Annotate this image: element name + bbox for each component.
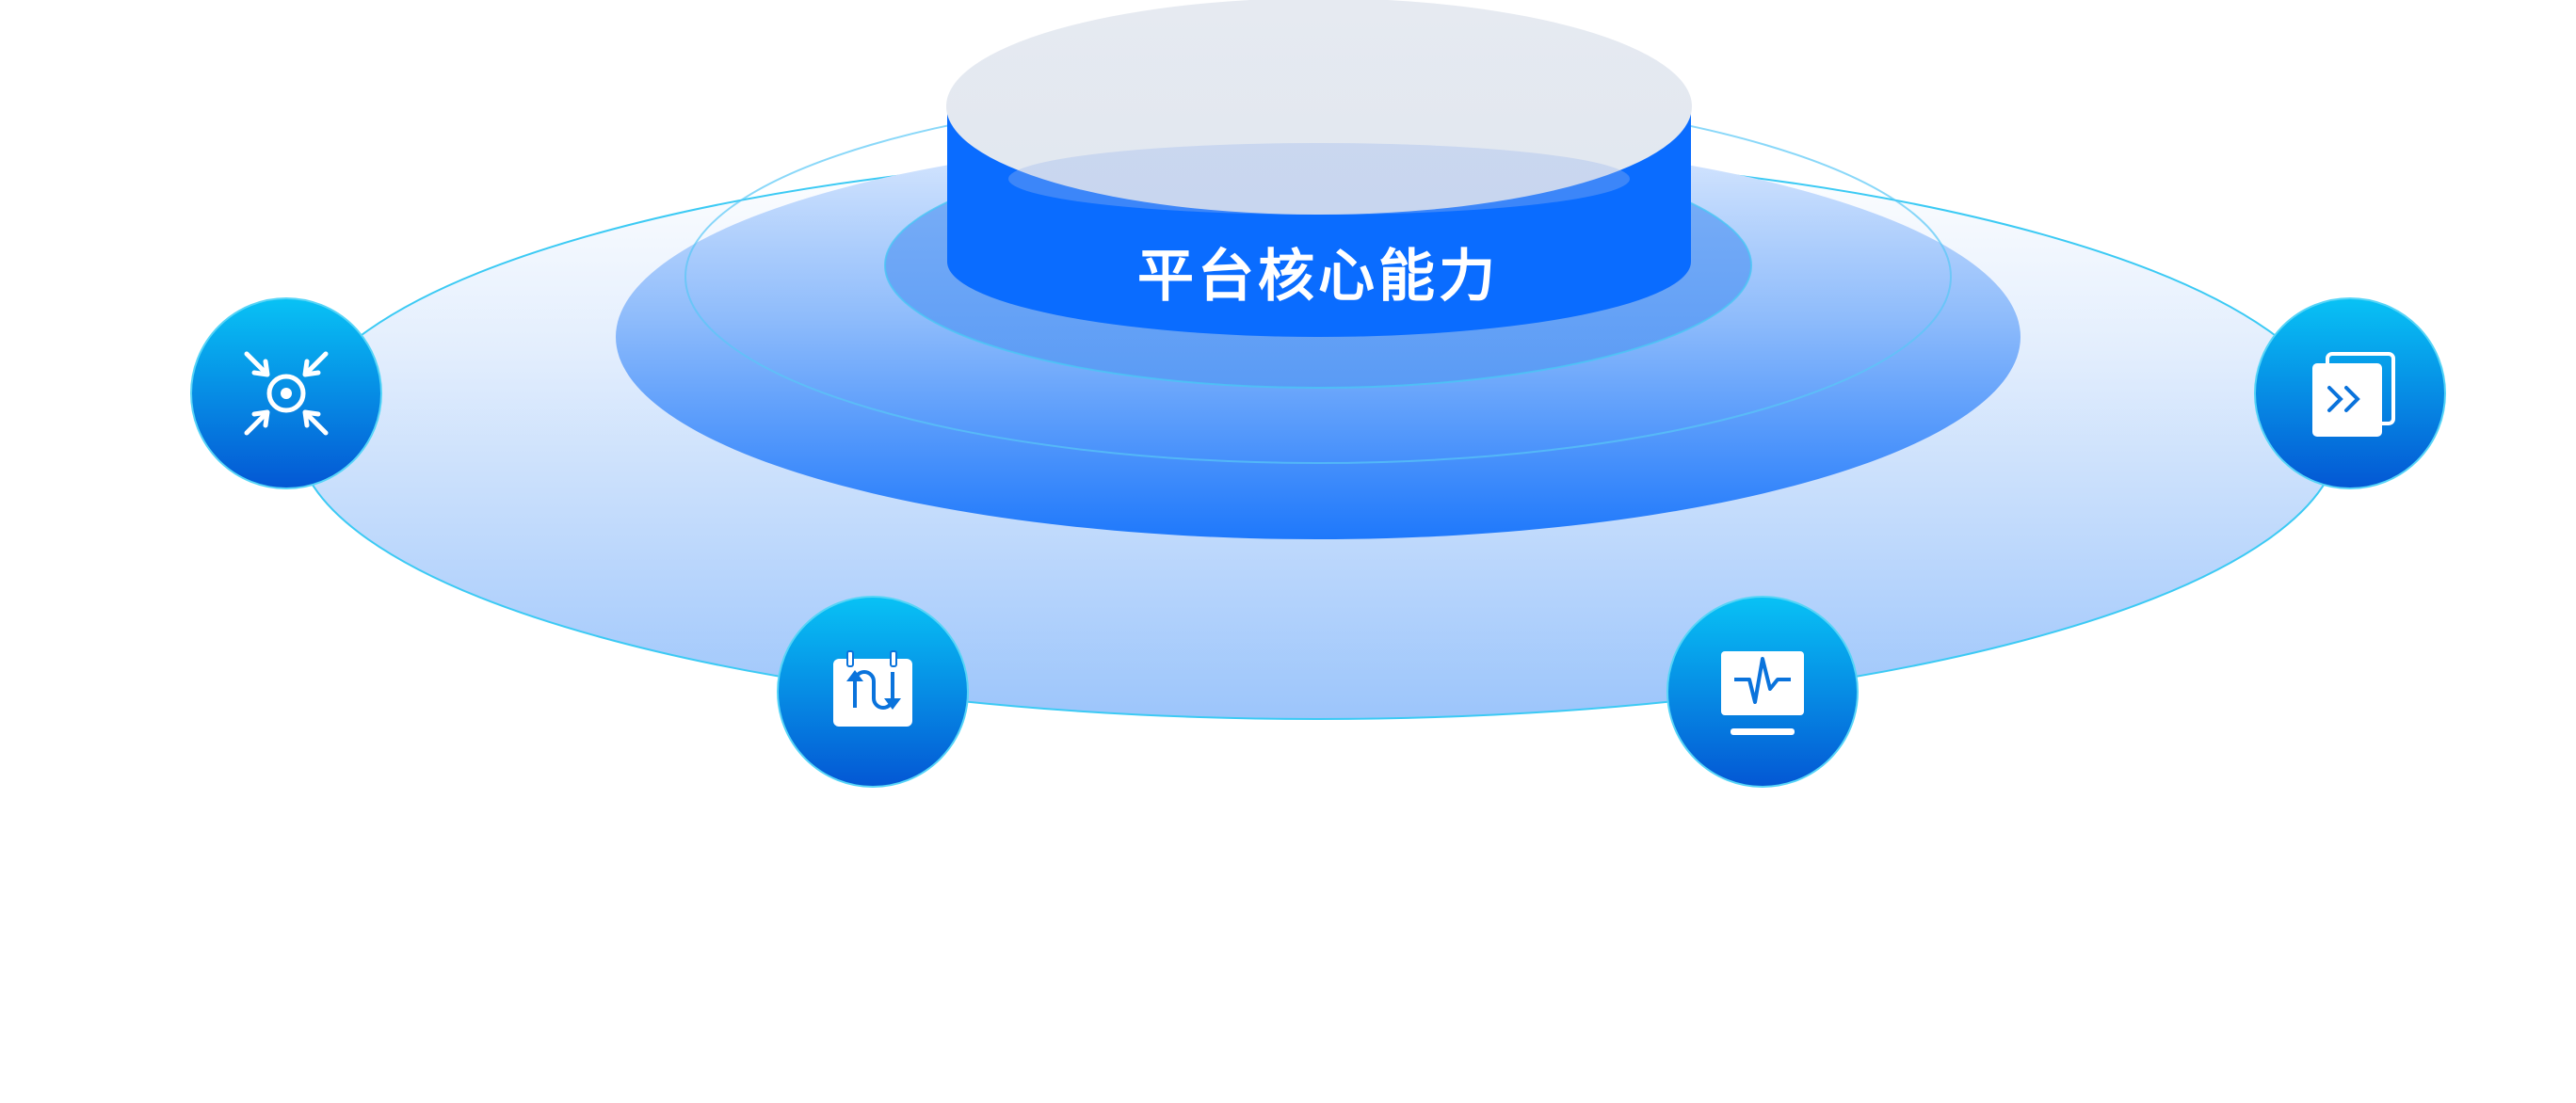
window-forward-icon <box>2312 352 2395 437</box>
core-title: 平台核心能力 <box>1137 244 1499 310</box>
capability-node-calendar[interactable] <box>777 596 969 788</box>
monitor-pulse-icon <box>1721 651 1804 735</box>
calendar-transfer-icon <box>833 650 912 727</box>
capability-node-forward[interactable] <box>2254 297 2446 489</box>
capability-node-monitor[interactable] <box>1666 596 1859 788</box>
core-cylinder: 平台核心能力 <box>946 0 1692 337</box>
converge-target-icon <box>244 351 329 436</box>
cylinder-top <box>946 0 1692 215</box>
cylinder-top-shadow <box>1008 143 1630 215</box>
capability-node-converge[interactable] <box>190 297 382 489</box>
